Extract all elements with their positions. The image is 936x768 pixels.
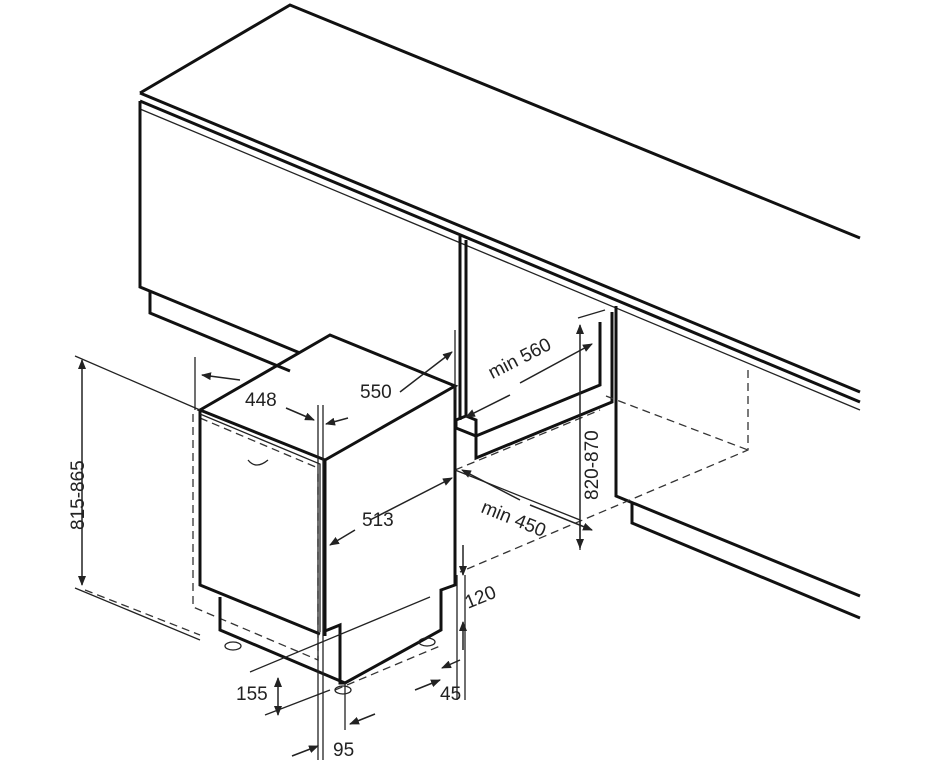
dim-niche-height: 820-870 [582, 430, 603, 500]
dim-side-513: 513 [362, 510, 394, 531]
dim-width-448: 448 [245, 390, 277, 411]
dim-foot-45: 45 [440, 684, 462, 705]
dim-plinth-155: 155 [236, 684, 268, 705]
dimension-lines [74, 309, 606, 760]
left-cabinet [138, 101, 462, 420]
dim-offset-95: 95 [333, 740, 355, 761]
worktop [139, 3, 861, 411]
right-cabinet [614, 306, 861, 620]
dim-appliance-height: 815-865 [68, 460, 89, 530]
dim-depth-550: 550 [360, 382, 392, 403]
niche-outline [84, 370, 749, 691]
